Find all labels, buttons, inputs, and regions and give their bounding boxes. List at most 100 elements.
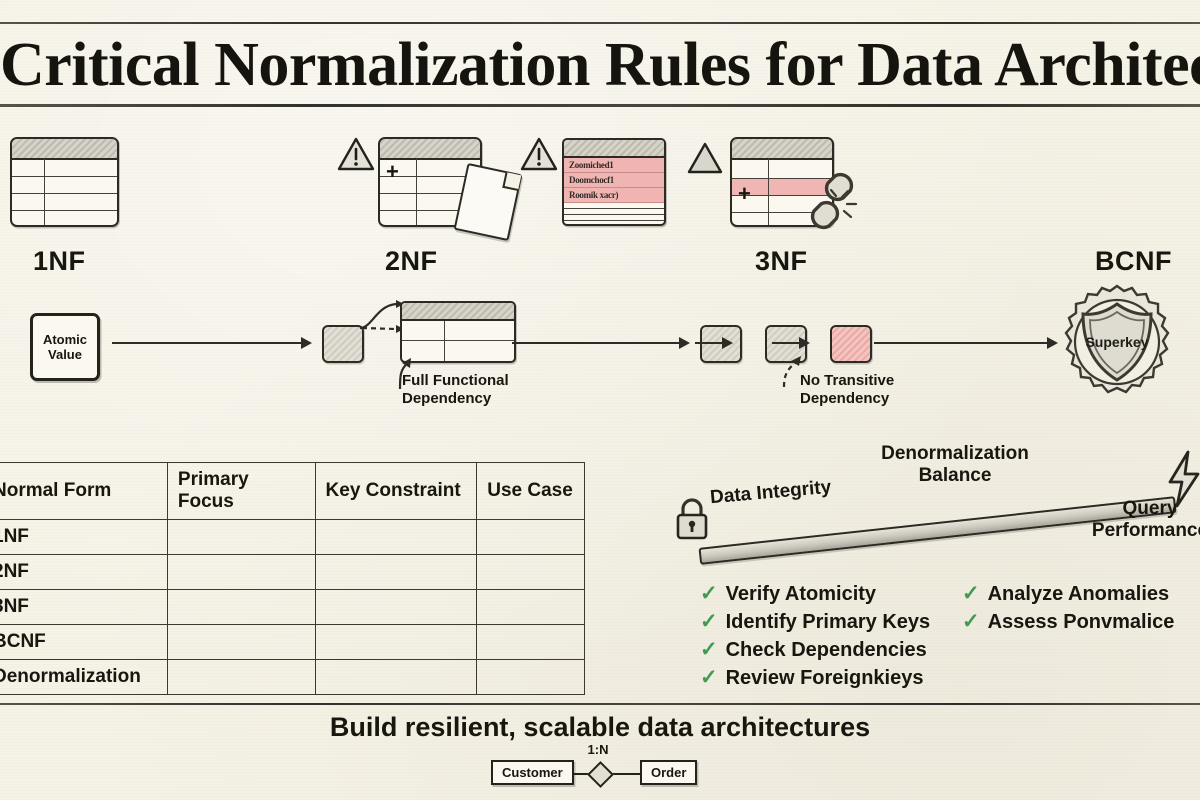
warning-triangle-icon [685,140,725,176]
shield-label: Superkey [1085,334,1149,350]
checklist-item-label: Verify Atomicity [725,583,877,605]
table-row-line [12,177,117,194]
check-icon: ✓ [962,610,980,633]
cell-normal-form: 1NF [0,519,168,555]
table-icon-1nf [10,137,119,227]
title-underline-rule [0,104,1200,107]
cell-normal-form: 2NF [0,554,168,590]
cell-primary-focus [166,554,316,590]
pipeline-node [700,325,742,363]
atomic-value-line2: Value [48,347,82,362]
cell-normal-form: BCNF [0,624,168,660]
cell-primary-focus [166,519,316,555]
card-rule [564,215,664,221]
cell-use-case [476,554,585,590]
table-row: Denormalization [0,659,585,695]
balance-title-line1: Denormalization [881,443,1029,464]
flow-arrow [695,337,733,349]
normalized-table-icon [400,301,516,363]
table-header-row: Normal Form Primary Focus Key Constraint… [0,462,585,520]
flow-arrow [874,337,1058,349]
table-header-band [564,140,664,158]
cell-use-case [476,519,585,555]
checklist-item[interactable]: ✓ Check Dependencies [700,636,930,664]
checklist-item[interactable]: ✓ Analyze Anomalies [962,580,1174,608]
table-header-band [402,303,514,321]
callout-line2: Dependency [800,390,890,407]
table-column-divider [444,321,445,361]
balance-title-line2: Balance [918,465,992,486]
callout-line1: No Transitive [800,372,895,389]
anomaly-line: Roomik xacr) [564,188,664,203]
callout-leader-line [782,356,801,388]
cell-key-constraint [314,519,478,555]
column-header-use-case: Use Case [476,462,585,520]
er-relationship-diamond [587,761,614,788]
checklist-item[interactable]: ✓ Review Foreignkieys [700,664,930,692]
cell-normal-form: Denormalization [0,659,168,695]
check-icon: ✓ [700,638,718,661]
cell-primary-focus [166,659,316,695]
table-header-band [380,139,480,160]
checklist-left: ✓ Verify Atomicity ✓ Identify Primary Ke… [700,580,930,692]
table-row-highlighted [732,178,832,196]
table-row: 3NF [0,589,585,625]
callout-no-transitive-dependency: No Transitive Dependency [800,372,894,408]
column-header-normal-form: Normal Form [0,462,168,520]
normalization-comparison-table: Normal Form Primary Focus Key Constraint… [0,462,585,695]
table-row: 1NF [0,519,585,555]
denormalization-balance-diagram: Denormalization Balance Data Integrity Q… [660,440,1200,570]
cell-primary-focus [166,589,316,625]
footer-tagline: Build resilient, scalable data architect… [329,712,871,742]
checklist-item-label: Check Dependencies [725,639,927,661]
table-column-divider [768,157,769,225]
broken-link-icon [795,166,865,232]
stage-label-1nf: 1NF [33,246,86,276]
balance-right-line2: Performance [1091,520,1200,541]
er-relationship-diagram: 1:N Customer Order [0,742,1200,792]
er-entity-customer: Customer [491,760,574,785]
pipeline-node-anomaly [830,325,872,363]
checklist-item-label: Identify Primary Keys [725,611,931,633]
balance-right-label: Query Performance [1090,498,1200,542]
table-column-divider [44,157,45,225]
table-row-line [380,177,480,194]
checklist-item-label: Assess Ponvmalice [987,611,1175,633]
column-header-primary-focus: Primary Focus [166,462,316,520]
check-icon: ✓ [962,582,980,605]
table-row: 2NF [0,554,585,590]
checklist-item[interactable]: ✓ Assess Ponvmalice [962,608,1174,636]
table-row-line [402,321,514,341]
flow-arrow [512,337,690,349]
checklist-item[interactable]: ✓ Verify Atomicity [700,580,930,608]
checklist-item[interactable]: ✓ Identify Primary Keys [700,608,930,636]
atomic-value-line1: Atomic [42,332,88,347]
table-column-divider [416,157,417,225]
pipeline-node [322,325,364,363]
stage-label-3nf: 3NF [755,246,808,276]
lightning-bolt-icon [1164,450,1200,508]
column-header-key-constraint: Key Constraint [314,462,478,520]
warning-triangle-icon [336,136,376,172]
cell-key-constraint [314,589,478,625]
cell-key-constraint [314,659,478,695]
cell-normal-form: 3NF [0,589,168,625]
check-icon: ✓ [700,666,718,689]
callout-line1: Full Functional [402,372,509,389]
bottom-divider-rule [0,703,1200,705]
table-row-line [12,160,117,177]
anomaly-line: Doomchocf1 [564,173,664,188]
checklist-item-label: Analyze Anomalies [987,583,1170,605]
checklist-right: ✓ Analyze Anomalies ✓ Assess Ponvmalice [962,580,1174,636]
shield-badge-icon: Superkey [1055,282,1179,406]
table-header-band [732,139,832,160]
cell-primary-focus [166,624,316,660]
page-title: Critical Normalization Rules for Data Ar… [0,31,1200,99]
anomaly-card-icon: Zoomiched1 Doomchocf1 Roomik xacr) [562,138,666,226]
table-row-line [732,196,832,213]
balance-right-line1: Query [1122,498,1178,519]
balance-left-label: Data Integrity [709,476,833,509]
cell-use-case [476,624,585,660]
table-header-band [12,139,117,160]
